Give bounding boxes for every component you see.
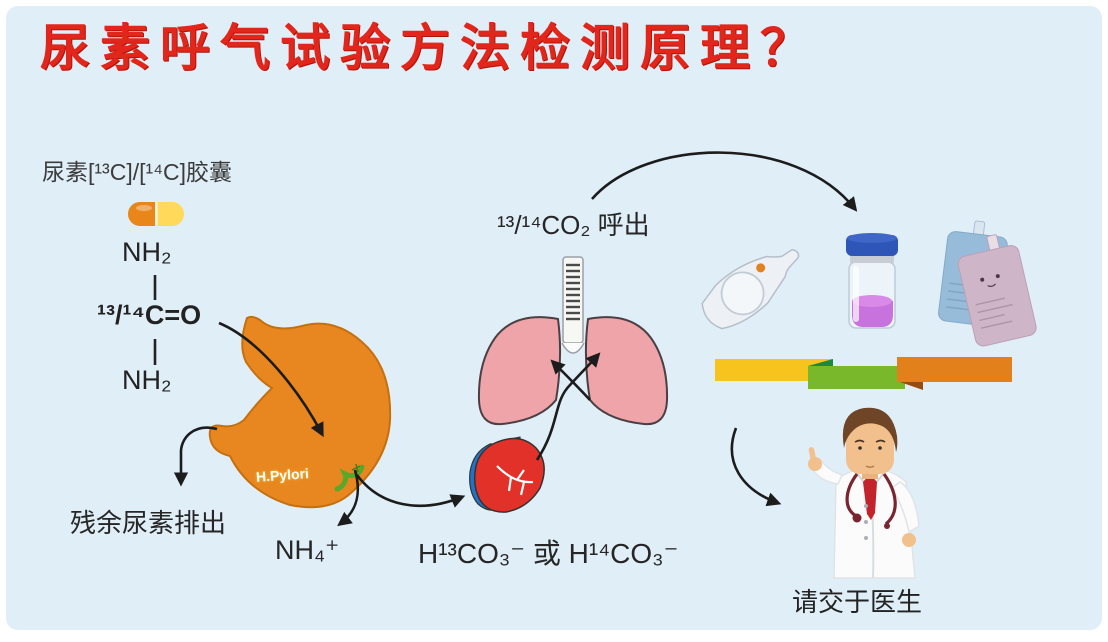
residual-urea-label: 残余尿素排出 [70, 508, 227, 538]
card-window [720, 271, 765, 316]
right-lung [584, 316, 669, 426]
doctor-tie [863, 474, 877, 520]
ribbon-yellow [715, 359, 833, 381]
heart-illustration [469, 436, 545, 513]
capsule-label: 尿素[¹³C]/[¹⁴C]胶囊 [42, 159, 233, 185]
urea-structure-nh2-top: NH₂ [122, 237, 172, 267]
coat-buttons [864, 504, 868, 540]
doctor-neck [862, 470, 878, 479]
arrow-stomach-to-excretion [173, 426, 218, 487]
ribbon-orange [897, 357, 1012, 382]
ribbon-banner [715, 357, 1012, 390]
arrow-heart-to-right-lung [535, 352, 601, 461]
capsule-left-half [128, 202, 156, 226]
vial-collar [850, 255, 894, 263]
vial-liquid-surface [852, 295, 892, 307]
doctor-hair [842, 407, 898, 452]
breath-card-device [701, 248, 800, 330]
coronary-vessels [496, 465, 534, 496]
vial-highlight [853, 266, 859, 322]
capsule-highlight [136, 205, 152, 211]
ribbon-fold-orange [897, 381, 923, 390]
lungs-illustration [477, 256, 669, 426]
vial-cap-top [847, 233, 897, 243]
stomach-shape [208, 315, 392, 509]
co2-exhaled-label: ¹³/¹⁴CO₂ 呼出 [497, 210, 650, 240]
urea-structure-nh2-bottom: NH₂ [122, 365, 172, 395]
stethoscope-icon [845, 473, 897, 526]
doctor-illustration [808, 407, 920, 579]
trachea-mouthpiece [561, 256, 585, 354]
urea-structure-carbonyl: ¹³/¹⁴C=O [97, 300, 202, 330]
ribbon-green [808, 366, 905, 389]
arrow-to-left-lung [550, 359, 591, 401]
bacteria-flagella [351, 463, 361, 473]
breath-bags [938, 220, 1037, 347]
doctor-right-arm [891, 481, 920, 534]
breath-bag-pink [957, 234, 1037, 347]
card-indicator-dot [756, 263, 766, 273]
doctor-face [846, 422, 894, 474]
reagent-vial [846, 233, 898, 329]
bicarbonate-label: H¹³CO₃⁻ 或 H¹⁴CO₃⁻ [418, 538, 679, 569]
left-lung [477, 316, 562, 426]
arrow-capsule-to-stomach [218, 321, 324, 438]
capsule-divider [155, 202, 158, 226]
doctor-eyes [854, 439, 886, 450]
page-title: 尿素呼气试验方法检测原理？ [40, 20, 820, 76]
doctor-caption: 请交于医生 [792, 587, 923, 617]
arrow-stomach-to-heart [355, 474, 466, 508]
ammonium-label: NH₄⁺ [275, 535, 340, 565]
capsule-icon [128, 202, 184, 226]
doctor-right-hand [902, 533, 916, 547]
stomach-illustration [208, 315, 392, 509]
doctor-mouth [865, 465, 875, 469]
ribbon-fold-green [808, 359, 833, 368]
arrow-to-doctor [730, 427, 782, 507]
flow-arrows [173, 151, 858, 527]
doctor-left-hand [808, 457, 822, 471]
arrow-co2-to-collection [591, 151, 858, 212]
hpylori-bacteria-icon [334, 464, 365, 492]
